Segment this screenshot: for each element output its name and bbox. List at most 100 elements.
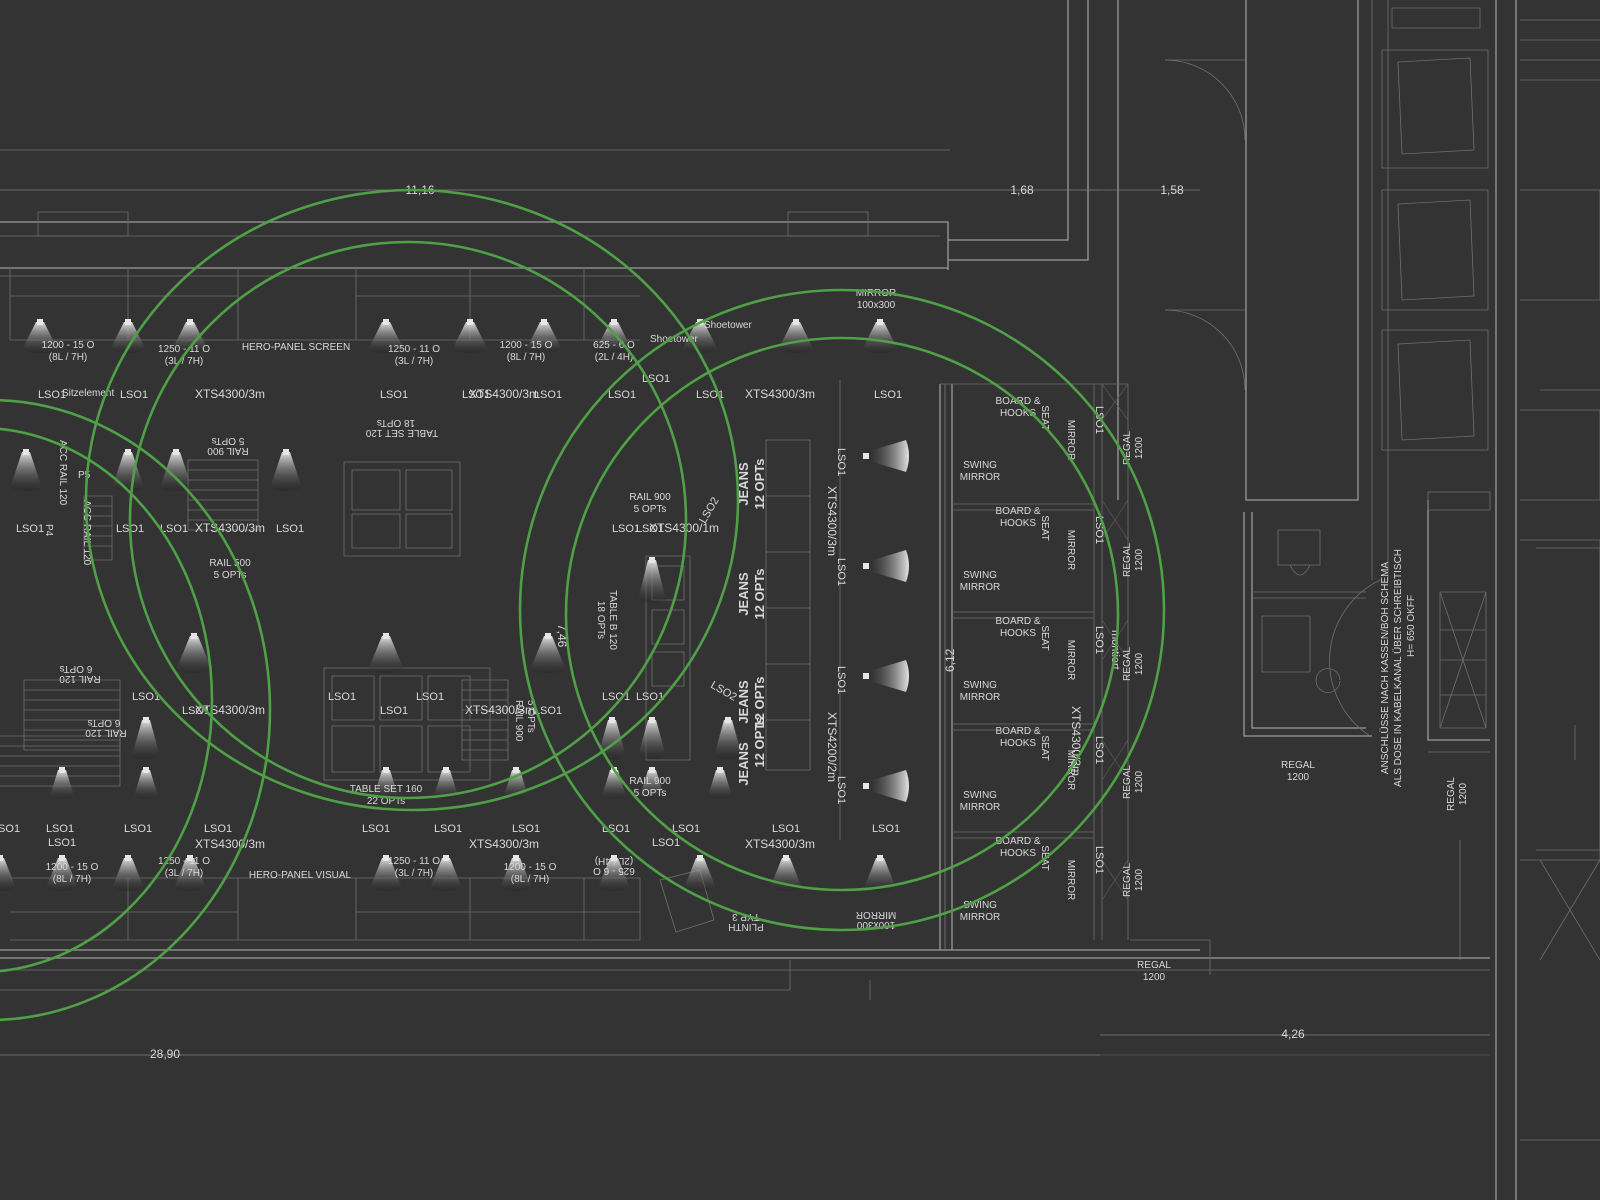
- seat-label: SEAT: [1039, 735, 1050, 760]
- bay-label: 625 - 6 O: [593, 340, 635, 351]
- light-beam: [598, 858, 630, 891]
- jeans-opts-label: 12 OPTs: [752, 716, 767, 767]
- track-label: XTS4300/3m: [469, 837, 539, 851]
- light-beam: [864, 858, 896, 891]
- lso1-label: LSO1: [1093, 846, 1105, 874]
- seat-label: SEAT: [1039, 405, 1050, 430]
- lso1-label: LSO1: [16, 523, 44, 535]
- light-spot: [383, 767, 389, 773]
- light-beam: [368, 322, 404, 353]
- track-label: XTS4300/3m: [195, 387, 265, 401]
- light-spot: [863, 673, 869, 679]
- light-spot: [863, 563, 869, 569]
- lso1-label: LSO1: [0, 823, 20, 835]
- track-label-vertical: XTS4200/2m: [825, 712, 839, 782]
- jeans-opts-label: 12 OPTs: [752, 676, 767, 727]
- light-beam: [602, 770, 626, 799]
- connection-note: ANSCHLÜSSE NACH KASSEN/BOH SCHEMA ALS DO…: [1379, 549, 1417, 787]
- lso1-label: LSO1: [160, 523, 188, 535]
- lso1-label: LSO1: [380, 389, 408, 401]
- lso1-label: LSO1: [1093, 736, 1105, 764]
- rail-900-label: RAIL 900: [629, 776, 671, 787]
- light-beam: [638, 720, 666, 759]
- light-beam: [714, 720, 742, 759]
- light-spot: [59, 767, 65, 773]
- bay-label: (8L / 7H): [511, 874, 550, 885]
- bay-label-rotated: (2L / 4H): [595, 855, 634, 866]
- light-beam: [0, 858, 16, 891]
- bay-label: (8L / 7H): [53, 874, 92, 885]
- rail-500-label: RAIL 500: [209, 558, 251, 569]
- light-beam: [866, 440, 909, 472]
- light-spot: [383, 633, 389, 639]
- light-beam: [430, 858, 462, 891]
- swing-mirror-label: SWING: [963, 790, 997, 801]
- light-spot: [877, 319, 883, 325]
- radius-ring: [84, 188, 740, 812]
- rail-120-label: RAIL 120: [85, 727, 127, 738]
- lso1-label: LSO1: [380, 705, 408, 717]
- light-beam: [132, 720, 160, 759]
- dimension-lines: [0, 189, 1490, 1056]
- mirror-label: MIRROR: [1065, 530, 1076, 571]
- lso1-label: LSO1: [534, 705, 562, 717]
- table-b-label: TABLE B 120: [607, 590, 618, 650]
- light-spot: [383, 319, 389, 325]
- rail-900-opts: 5 OPTs: [634, 504, 667, 515]
- radius-ring: [0, 427, 214, 973]
- lso1-label: LSO1: [1093, 626, 1105, 654]
- light-beam: [160, 452, 192, 491]
- rail-900-vertical: RAIL 900: [513, 700, 524, 742]
- track-label-vertical: XTS4300/3m: [1069, 706, 1083, 776]
- light-spot: [545, 633, 551, 639]
- hero-panel-visual: HERO-PANEL VISUAL: [249, 870, 352, 881]
- radius-ring: [0, 398, 272, 1022]
- light-spot: [863, 783, 869, 789]
- table-set-120-opts: 18 OPTs: [377, 417, 415, 428]
- bay-label: (3L / 7H): [395, 868, 434, 879]
- light-spot: [173, 449, 179, 455]
- lso1-label: LSO1: [512, 823, 540, 835]
- light-beam: [500, 858, 532, 891]
- board-hooks-label: BOARD &: [995, 506, 1040, 517]
- swing-mirror-label: MIRROR: [960, 582, 1001, 593]
- rail-120-opts: 6 OPTs: [60, 663, 93, 674]
- rail-900-label: RAIL 900: [629, 492, 671, 503]
- light-spot: [191, 633, 197, 639]
- light-spot: [611, 855, 617, 861]
- regal-size-label: 1200: [1287, 772, 1310, 783]
- bay-label: 1250 - 11 O: [388, 856, 440, 867]
- track-label: XTS4300/3m: [469, 387, 539, 401]
- light-spot: [0, 855, 3, 861]
- light-spot: [143, 767, 149, 773]
- lso1-label: LSO1: [204, 823, 232, 835]
- radius-ring: [128, 240, 688, 800]
- board-hooks-label: BOARD &: [995, 836, 1040, 847]
- lso1-label: LSO1: [462, 389, 490, 401]
- light-spot: [283, 449, 289, 455]
- regal-size-label: 1200: [1134, 868, 1145, 891]
- lso1-label: LSO1: [38, 389, 66, 401]
- jeans-label: JEANS: [736, 572, 751, 616]
- light-spot: [783, 855, 789, 861]
- bay-label: 1250 - 11 O: [158, 856, 210, 867]
- board-hooks-label: BOARD &: [995, 616, 1040, 627]
- dimension-1-58: 1,58: [1160, 183, 1184, 197]
- light-spot: [877, 855, 883, 861]
- jeans-label: JEANS: [736, 462, 751, 506]
- hero-panel-screen: HERO-PANEL SCREEN: [242, 342, 350, 353]
- lso1-label: LSO1: [874, 389, 902, 401]
- lso1-label: LSO1: [602, 691, 630, 703]
- light-beam: [10, 452, 42, 491]
- bay-label: 1250 - 11 O: [158, 344, 210, 355]
- dimension-4-26: 4,26: [1281, 1027, 1305, 1041]
- light-spot: [541, 319, 547, 325]
- bay-label: (3L / 7H): [395, 356, 434, 367]
- light-beam: [708, 770, 732, 799]
- mirror-label-rotated: MIRROR: [856, 909, 897, 920]
- light-beam: [862, 322, 898, 353]
- swing-mirror-label: SWING: [963, 680, 997, 691]
- jeans-opts-label: 12 OPTs: [752, 458, 767, 509]
- p5-label: P5: [78, 470, 91, 481]
